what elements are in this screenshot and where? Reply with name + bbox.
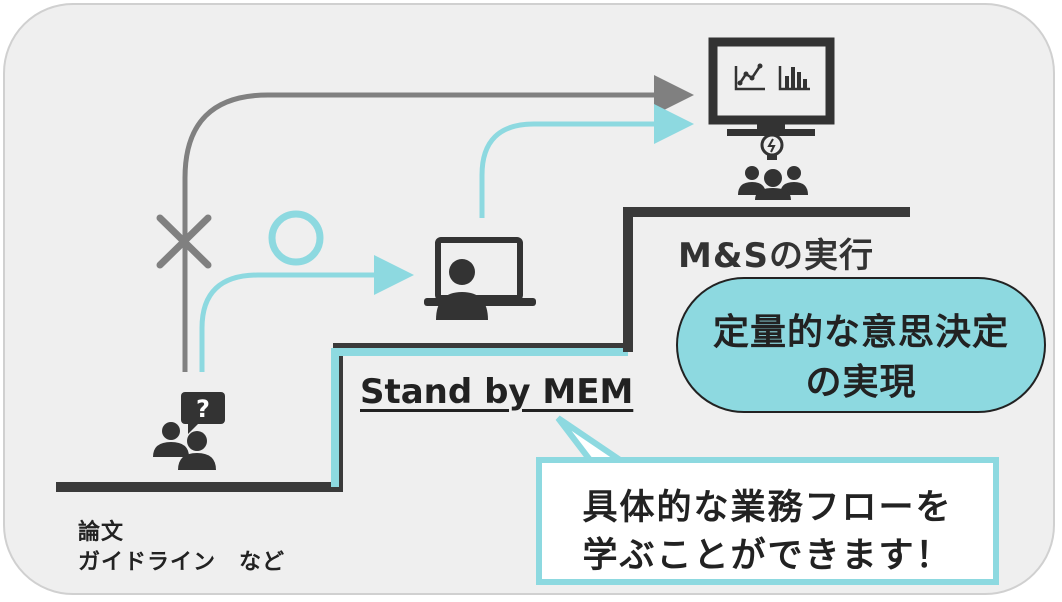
callout-line2: 学ぶことができます！ — [582, 536, 953, 576]
laptop-presenter-icon — [424, 237, 536, 320]
gray-direct-path — [182, 75, 694, 372]
circle-mark-icon — [268, 210, 324, 266]
team-icon — [738, 166, 808, 200]
x-mark-icon — [156, 214, 212, 269]
callout-pointer — [555, 415, 622, 463]
goal-pill-line1: 定量的な意思決定 — [712, 312, 1009, 353]
goal-pill-line2: の実現 — [805, 362, 917, 403]
teal-path-to-laptop — [199, 255, 414, 372]
stair-steps — [56, 207, 910, 492]
teal-path-to-monitor — [479, 104, 694, 218]
source-label-line2: ガイドライン など — [78, 550, 286, 575]
source-label-line1: 論文 — [78, 520, 125, 545]
monitor-chart-icon — [708, 37, 835, 136]
users-question-icon: ? — [153, 392, 225, 470]
callout-line1: 具体的な業務フローを — [582, 488, 953, 528]
lightbulb-icon — [760, 133, 784, 160]
goal-pill: 定量的な意思決定 の実現 — [676, 277, 1046, 413]
callout-box: 具体的な業務フローを 学ぶことができます！ — [536, 457, 999, 585]
stand-by-mem-link[interactable]: Stand by MEM — [360, 372, 634, 412]
ms-execution-label: M&Sの実行 — [678, 236, 874, 276]
svg-text:?: ? — [196, 395, 210, 423]
